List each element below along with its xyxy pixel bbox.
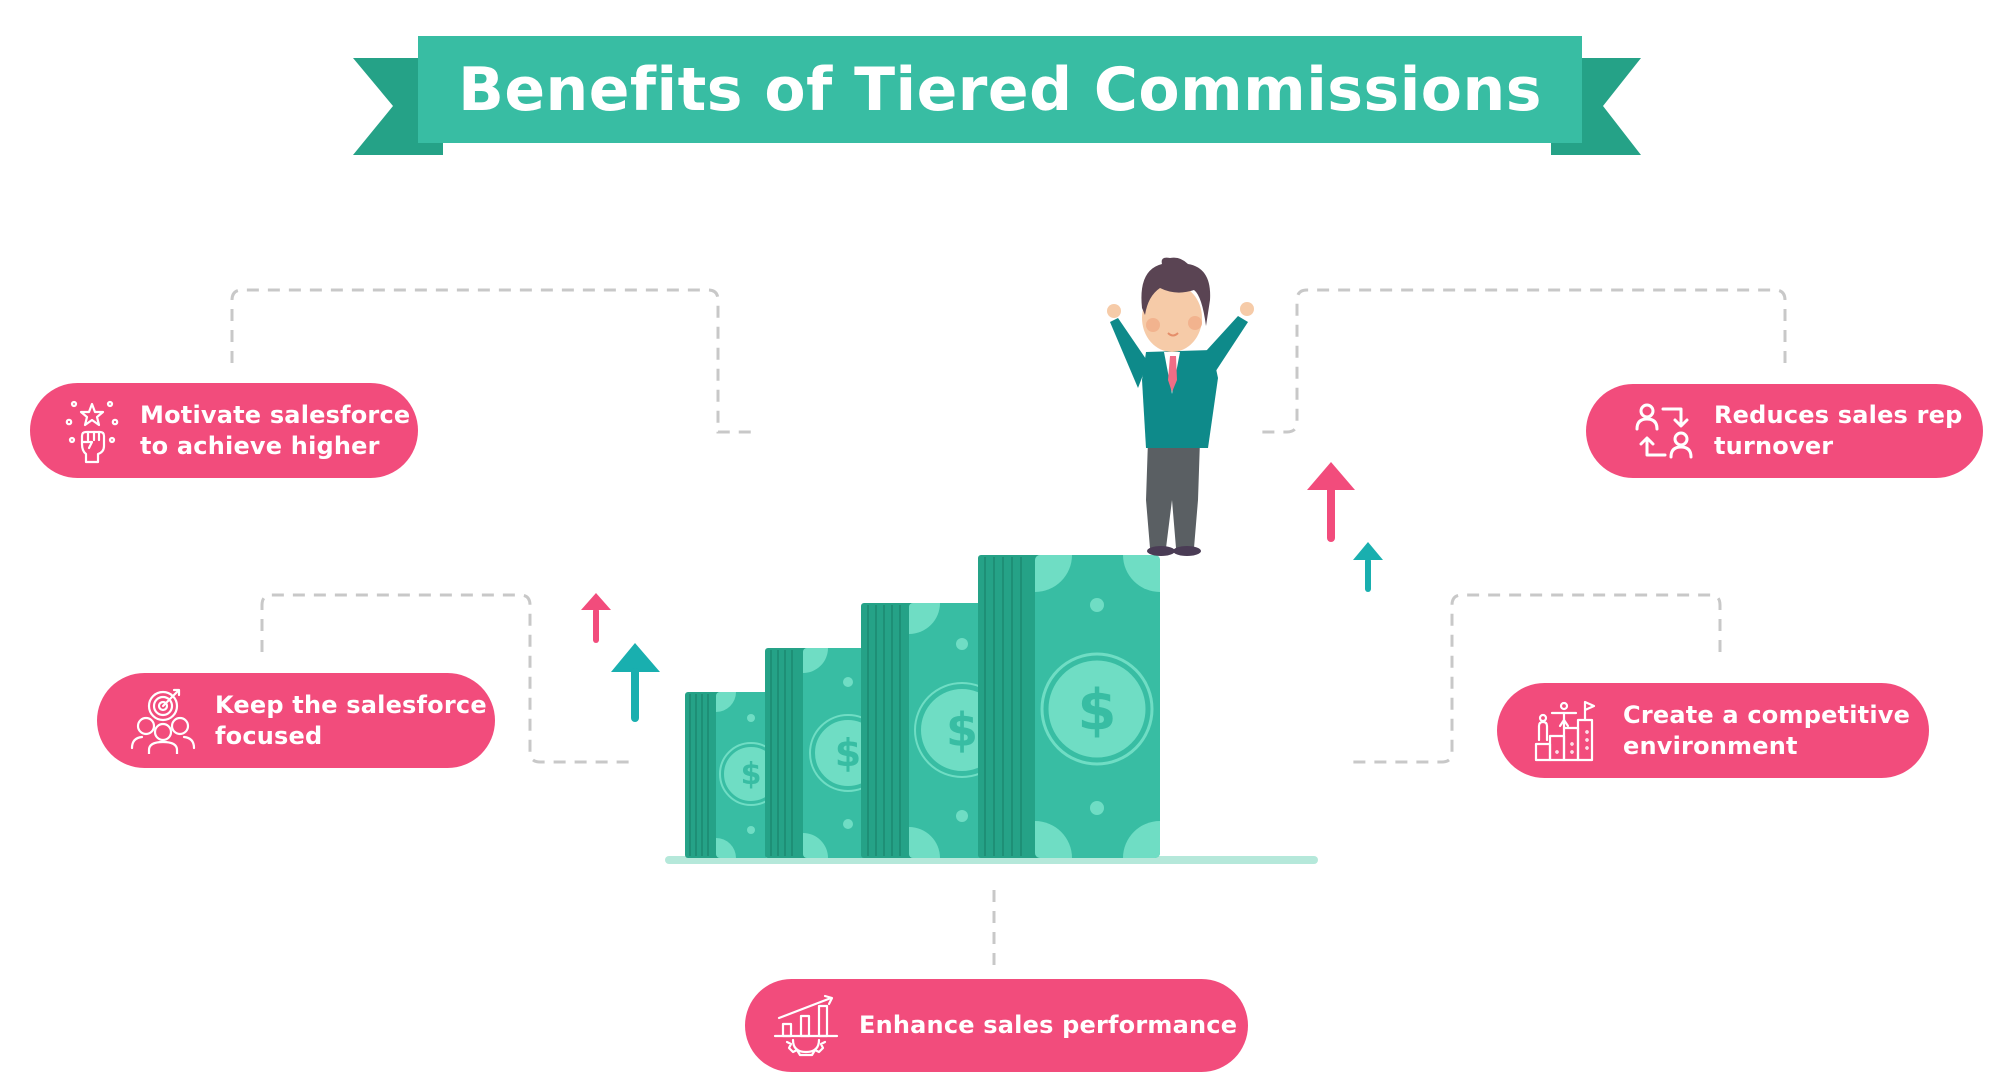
- growth-arrows-right: [1307, 462, 1383, 592]
- podium-competition-icon: [1533, 700, 1597, 762]
- svg-text:$: $: [1078, 678, 1117, 743]
- benefit-focused: Keep the salesforce focused: [97, 673, 495, 768]
- benefit-turnover-label: Reduces sales rep turnover: [1714, 401, 1963, 460]
- teal-up-arrow-left: [611, 643, 660, 672]
- connector-turnover: [1262, 288, 1787, 434]
- svg-text:$: $: [741, 757, 762, 792]
- connector-focused: [260, 593, 637, 764]
- svg-text:$: $: [835, 731, 861, 775]
- page-title: Benefits of Tiered Commissions: [458, 54, 1542, 125]
- connector-motivate: [230, 288, 752, 434]
- benefit-motivate-label: Motivate salesforce to achieve higher: [140, 400, 411, 460]
- growth-chart-gear-icon: [773, 994, 839, 1058]
- growth-arrows-left: [581, 593, 660, 722]
- team-target-icon: [129, 688, 197, 754]
- motivation-fist-star-icon: [56, 396, 128, 466]
- benefit-turnover: Reduces sales rep turnover: [1586, 384, 1983, 478]
- businessman-character: [1107, 257, 1254, 556]
- connector-competitive: [1347, 593, 1722, 764]
- teal-up-arrow-right: [1353, 542, 1383, 560]
- benefit-motivate: Motivate salesforce to achieve higher: [30, 383, 418, 478]
- benefit-competitive: Create a competitive environment: [1497, 683, 1929, 778]
- benefit-performance-label: Enhance sales performance: [859, 1011, 1238, 1039]
- people-exchange-icon: [1633, 401, 1699, 461]
- benefit-competitive-label: Create a competitive environment: [1623, 700, 1911, 760]
- pink-up-arrow-right: [1307, 462, 1355, 490]
- benefit-focused-label: Keep the salesforce focused: [215, 690, 487, 750]
- money-stack-4: $: [978, 555, 1160, 858]
- title-banner: Benefits of Tiered Commissions: [418, 36, 1582, 143]
- benefit-performance: Enhance sales performance: [745, 979, 1248, 1072]
- svg-text:$: $: [946, 703, 978, 757]
- pink-up-arrow-left: [581, 593, 611, 610]
